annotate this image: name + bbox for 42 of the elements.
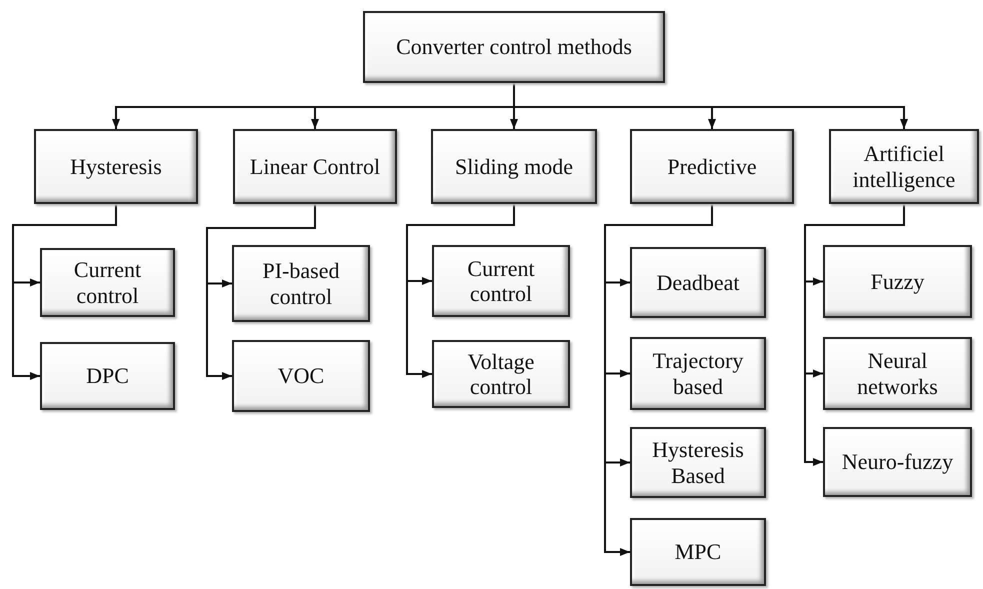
node-label: MPC [674,539,722,565]
method-box [823,427,972,497]
node-label: Hysteresis [70,154,162,180]
method-box [630,518,766,586]
node-label: Artificiel intelligence [852,141,956,192]
method-box [630,427,766,498]
method-box [40,248,175,317]
node-label: VOC [278,363,324,389]
root-box [363,11,665,83]
method-box [823,245,972,318]
node-label: Hysteresis Based [651,437,745,488]
node-label: Neuro-fuzzy [842,449,954,475]
node-label: Predictive [667,154,757,180]
method-box [432,340,570,408]
node-label: Fuzzy [870,268,924,294]
node-label: Voltage control [466,348,536,400]
node-label: Current control [466,256,536,306]
node-label: Deadbeat [656,270,740,296]
node-label: Sliding mode [455,154,573,180]
method-box [630,247,766,318]
method-box [232,340,370,412]
method-box [431,129,597,204]
node-label: Linear Control [250,154,380,180]
method-box [432,245,570,317]
connector-arrow [804,204,905,466]
connector-arrow [206,204,316,380]
node-label: Neural networks [856,348,939,399]
node-label: Trajectory based [652,348,744,399]
method-box [630,129,794,204]
node-label: DPC [86,363,129,389]
method-box [233,129,397,204]
method-box [232,245,370,322]
method-box [40,342,175,410]
method-box [630,337,766,410]
method-box [823,337,972,410]
node-label: PI-based control [262,258,340,309]
method-box [829,129,979,204]
connector-arrow [406,204,515,378]
connector-arrow [12,204,117,380]
method-box [34,129,198,204]
node-label: Converter control methods [396,34,632,60]
node-label: Current control [72,257,142,308]
